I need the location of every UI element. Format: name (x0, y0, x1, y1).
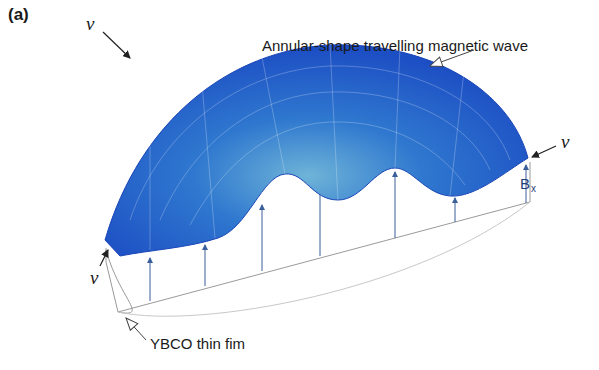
leader-line (126, 318, 146, 340)
field-subscript: x (531, 184, 536, 194)
surface-grid (130, 45, 510, 250)
velocity-arrow (532, 146, 556, 157)
film-label: YBCO thin fim (150, 336, 245, 351)
wave-surface (105, 45, 528, 256)
velocity-arrow (100, 250, 108, 266)
velocity-arrow (103, 32, 130, 58)
velocity-symbol: v (86, 14, 94, 33)
panel-label: (a) (8, 6, 29, 23)
wave-label: Annular-shape travelling magnetic wave (262, 38, 528, 53)
velocity-symbol: v (90, 268, 98, 287)
field-symbol: B (520, 176, 530, 191)
velocity-symbol: v (561, 132, 569, 151)
